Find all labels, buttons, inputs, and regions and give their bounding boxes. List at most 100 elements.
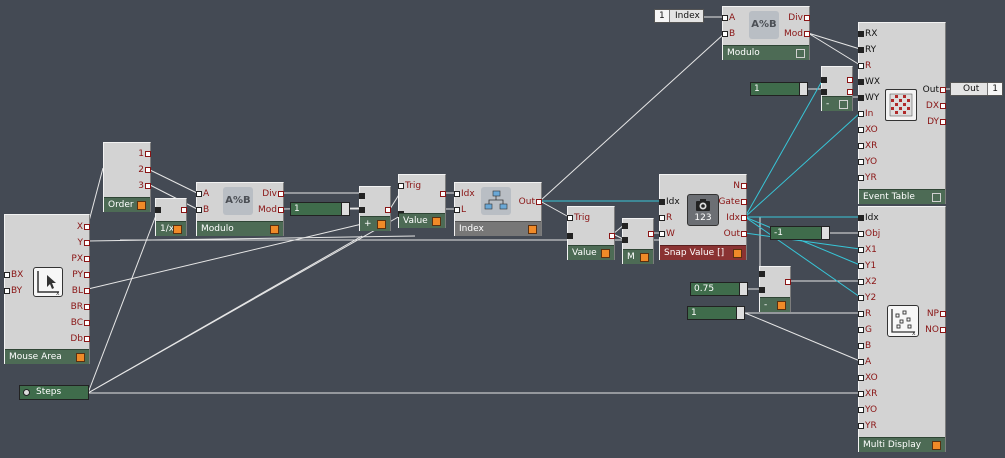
output-pin[interactable]: Div	[788, 13, 810, 23]
output-pin[interactable]: BR	[71, 302, 91, 312]
add-module[interactable]: +	[359, 186, 391, 231]
output-pin[interactable]: 2	[138, 165, 151, 175]
output-pin[interactable]: N	[733, 181, 747, 191]
led-indicator[interactable]	[173, 225, 182, 234]
input-pin[interactable]: YO	[857, 405, 877, 415]
output-pin[interactable]: X	[77, 222, 91, 232]
output-pin[interactable]: Out	[923, 85, 947, 95]
order-module[interactable]: 1 2 3 Order	[103, 142, 151, 212]
input-pin[interactable]: B	[195, 205, 209, 215]
led-indicator[interactable]	[932, 193, 941, 202]
value-module[interactable]: Trig Value	[397, 174, 446, 228]
input-pin[interactable]: WY	[857, 93, 879, 103]
output-pin[interactable]: Db	[70, 334, 90, 344]
input-pin[interactable]: YR	[858, 421, 877, 431]
output-pin[interactable]: Div	[262, 189, 284, 199]
input-pin[interactable]: G	[858, 325, 872, 335]
subtract-module[interactable]: -	[821, 66, 853, 111]
input-pin[interactable]: Idx	[659, 197, 680, 207]
output-pin[interactable]: DX	[926, 101, 947, 111]
output-pin[interactable]: PX	[71, 254, 90, 264]
output-pin[interactable]: Idx	[726, 213, 747, 223]
subtract-module[interactable]: -	[759, 266, 791, 312]
input-pin[interactable]: R	[857, 309, 871, 319]
led-indicator[interactable]	[377, 220, 386, 229]
multi-display-module[interactable]: Idx Obj X1 Y1 X2 Y2 R G B A XO XR YO YR …	[857, 206, 947, 452]
mouse-area-module[interactable]: BX BY x X Y PX PY BL BR BC Db Mouse Area	[3, 214, 91, 364]
led-indicator[interactable]	[76, 353, 85, 362]
input-pin[interactable]: Trig	[566, 213, 590, 223]
output-pin[interactable]: PY	[72, 270, 90, 280]
input-pin[interactable]: Y2	[857, 293, 876, 303]
output-pin[interactable]: BC	[71, 318, 91, 328]
steps-control[interactable]: Steps	[19, 385, 89, 400]
modulo-module[interactable]: A B A%B Div Mod Modulo	[195, 182, 284, 236]
merge-module[interactable]: M	[622, 218, 654, 264]
input-pin[interactable]: XO	[858, 373, 878, 383]
led-indicator[interactable]	[839, 100, 848, 109]
input-pin[interactable]: Obj	[857, 229, 880, 239]
output-pin[interactable]: 3	[138, 181, 151, 191]
led-indicator[interactable]	[733, 249, 742, 258]
snap-value-module[interactable]: Idx R W 123 N Gate Idx Out Snap Value []	[658, 174, 748, 260]
output-pin[interactable]: Y	[78, 238, 90, 248]
output-pin[interactable]: DY	[927, 117, 946, 127]
input-pin[interactable]: Y1	[857, 261, 876, 271]
input-pin[interactable]: In	[857, 109, 873, 119]
output-pin[interactable]: Mod	[784, 29, 810, 39]
index-module[interactable]: Idx L Out Index	[453, 182, 543, 236]
knob-handle[interactable]	[736, 307, 744, 319]
led-indicator[interactable]	[932, 441, 941, 450]
input-pin[interactable]: XR	[857, 389, 877, 399]
output-pin[interactable]: Mod	[258, 205, 284, 215]
value-module[interactable]: Trig Value	[566, 206, 615, 260]
input-pin[interactable]: A	[195, 189, 209, 199]
output-pin[interactable]: NO	[925, 325, 946, 335]
output-pin[interactable]: NP	[927, 309, 947, 319]
constant-knob[interactable]: 1	[750, 82, 808, 96]
input-pin[interactable]: BX	[3, 270, 23, 280]
led-indicator[interactable]	[777, 301, 786, 310]
led-indicator[interactable]	[796, 49, 805, 58]
constant-knob[interactable]: 1	[290, 202, 350, 216]
input-pin[interactable]: A	[721, 13, 735, 23]
input-pin[interactable]: X2	[858, 277, 877, 287]
input-pin[interactable]: L	[453, 205, 466, 215]
input-pin[interactable]: XR	[857, 141, 877, 151]
output-pin[interactable]: 1	[138, 149, 151, 159]
out-label[interactable]: Out 1	[950, 82, 1003, 96]
led-indicator[interactable]	[270, 225, 279, 234]
input-pin[interactable]: Idx	[858, 213, 879, 223]
output-pin[interactable]: BL	[72, 286, 91, 296]
input-pin[interactable]: XO	[858, 125, 878, 135]
constant-knob[interactable]: 0.75	[690, 282, 748, 296]
input-pin[interactable]: RY	[857, 45, 876, 55]
input-pin[interactable]: X1	[858, 245, 877, 255]
input-pin[interactable]: W	[659, 229, 675, 239]
index-label[interactable]: 1 Index	[654, 9, 704, 23]
output-pin[interactable]: Out	[519, 197, 543, 207]
knob-handle[interactable]	[341, 203, 349, 215]
constant-knob[interactable]: 1	[687, 306, 745, 320]
input-pin[interactable]: Idx	[454, 189, 475, 199]
knob-handle[interactable]	[821, 227, 829, 239]
led-indicator[interactable]	[528, 225, 537, 234]
input-pin[interactable]: WX	[857, 77, 880, 87]
led-indicator[interactable]	[601, 249, 610, 258]
input-pin[interactable]: YO	[857, 157, 877, 167]
event-table-module[interactable]: RX RY R WX WY In XO XR YO YR Out DX DY E…	[857, 22, 947, 204]
led-indicator[interactable]	[137, 201, 146, 210]
knob-handle[interactable]	[739, 283, 747, 295]
input-pin[interactable]: A	[857, 357, 871, 367]
input-pin[interactable]: Trig	[397, 181, 421, 191]
input-pin[interactable]: RX	[857, 29, 877, 39]
constant-knob[interactable]: -1	[770, 226, 830, 240]
led-indicator[interactable]	[432, 217, 441, 226]
output-pin[interactable]: Out	[724, 229, 748, 239]
input-pin[interactable]: YR	[858, 173, 877, 183]
led-indicator[interactable]	[640, 253, 649, 262]
output-pin[interactable]: Gate	[718, 197, 747, 207]
input-pin[interactable]: R	[857, 61, 871, 71]
reciprocal-module[interactable]: 1/x	[155, 198, 187, 236]
input-pin[interactable]: B	[857, 341, 871, 351]
